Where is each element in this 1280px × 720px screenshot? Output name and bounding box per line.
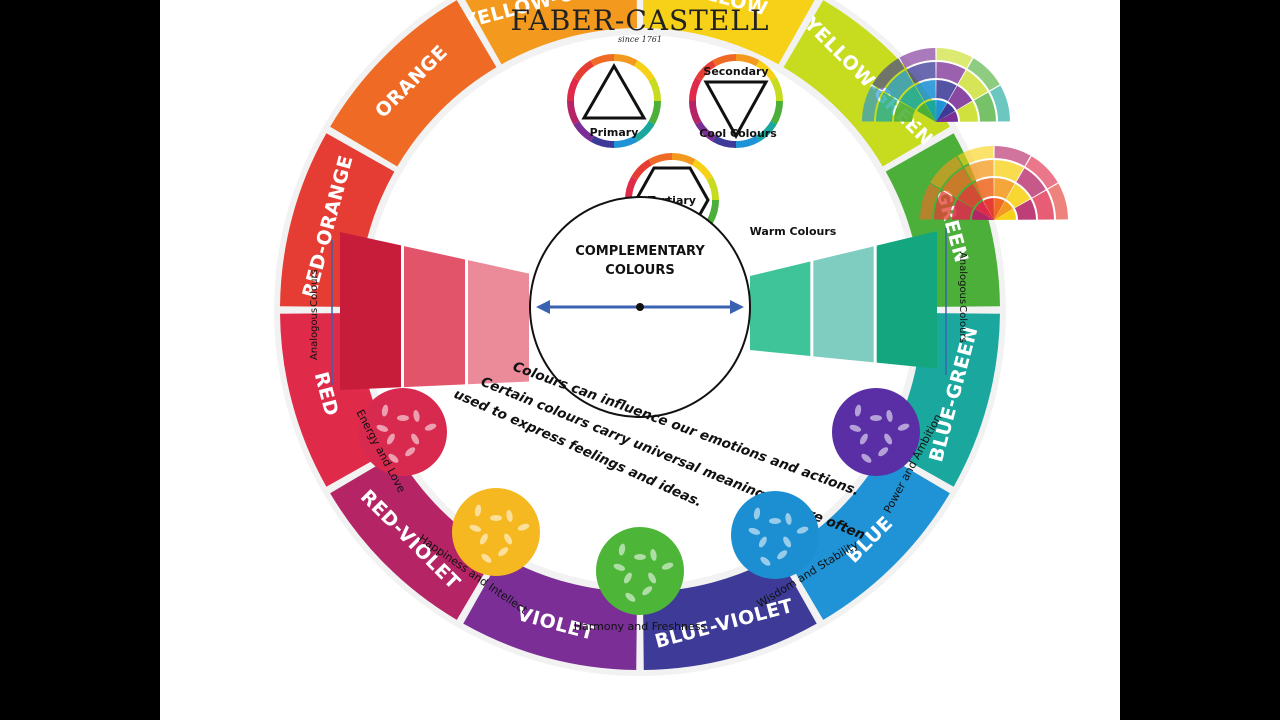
complementary-title-line2: COLOURS	[605, 263, 674, 278]
cool-colours-label: Cool Colours	[699, 127, 777, 140]
color-wheel-page: YELLOW-ORANGEYELLOWYELLOW-GREENGREENBLUE…	[160, 0, 1120, 720]
swatch-circle	[359, 388, 447, 476]
warm-colours-fan	[920, 146, 1068, 220]
primary-harmony: Primary	[567, 54, 661, 148]
complementary-title-line1: COMPLEMENTARY	[575, 244, 705, 259]
ring-segment-yellow-green	[783, 0, 950, 167]
brand-since: since 1761	[618, 35, 662, 44]
secondary-label: Secondary	[703, 65, 768, 78]
swatch-label: Harmony and Freshness	[574, 620, 707, 633]
ring-segment-blue-violet	[642, 555, 817, 670]
ring-segment-blue	[783, 453, 950, 620]
ring-segment-red-violet	[330, 453, 497, 620]
primary-label: Primary	[590, 126, 639, 139]
double-arrow-icon	[536, 300, 744, 314]
brand-name: FABER-CASTELL	[511, 4, 770, 37]
red-complementary-wedge	[340, 232, 529, 390]
swatch-circle	[832, 388, 920, 476]
swatch-circle	[452, 488, 540, 576]
ring-segment-red-orange	[280, 133, 395, 308]
ring-segment-violet	[463, 555, 638, 670]
triangle-icon	[581, 62, 647, 120]
green-complementary-wedge	[750, 231, 937, 369]
warm-colours-label: Warm Colours	[750, 225, 837, 238]
ring-segment-yellow-orange	[465, 0, 638, 65]
analogous-right-word2: Colours	[957, 305, 968, 343]
ring-segment-orange	[330, 0, 497, 167]
secondary-harmony: Secondary	[689, 54, 783, 148]
swatch-circle	[731, 491, 819, 579]
swatch-circle	[596, 527, 684, 615]
analogous-left: Analogous Colours	[309, 269, 320, 360]
analogous-left-word1: Analogous	[309, 308, 320, 360]
color-wheel: YELLOW-ORANGEYELLOWYELLOW-GREENGREENBLUE…	[274, 0, 1068, 676]
analogous-left-word2: Colours	[309, 269, 320, 307]
ring-segment-yellow	[642, 0, 815, 65]
analogous-right-word1: Analogous	[957, 252, 968, 304]
cool-colours-fan	[862, 48, 1010, 122]
analogous-right: Analogous Colours	[957, 252, 968, 343]
inverted-triangle-icon	[703, 80, 769, 140]
